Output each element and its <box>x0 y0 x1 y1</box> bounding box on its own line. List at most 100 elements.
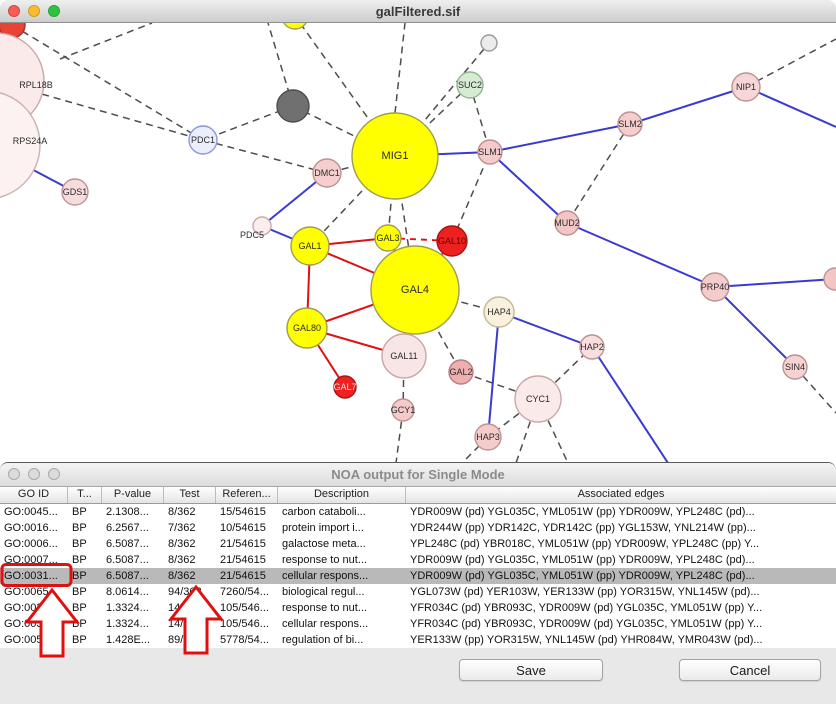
graph-node-NIP1[interactable]: NIP1 <box>731 72 761 102</box>
cell-description: cellular respons... <box>282 618 369 630</box>
graph-node-GAL11[interactable]: GAL11 <box>381 333 427 379</box>
cell-reference: 21/54615 <box>220 570 266 582</box>
cell-reference: 15/54615 <box>220 506 266 518</box>
graph-edge-PRP40-edge-node-right <box>714 278 836 288</box>
cell-go-id: GO:0031... <box>4 570 58 582</box>
graph-node-GAL4[interactable]: GAL4 <box>370 245 460 335</box>
close-icon[interactable] <box>8 468 20 480</box>
column-header-associated-edges[interactable]: Associated edges <box>577 488 665 500</box>
cell-reference: 5778/54... <box>220 634 269 646</box>
node-label: GDS1 <box>63 187 88 197</box>
node-label: GAL2 <box>449 367 472 377</box>
cell-associated-edges: YDR009W (pd) YGL035C, YML051W (pp) YDR00… <box>410 506 755 518</box>
column-header-go-id[interactable]: GO ID <box>0 487 68 503</box>
cell-description: carbon cataboli... <box>282 506 366 518</box>
cell-associated-edges: YFR034C (pd) YBR093C, YDR009W (pd) YGL03… <box>410 602 763 614</box>
graph-node-GAL10[interactable]: GAL10 <box>436 225 468 257</box>
graph-node-gray-node[interactable] <box>276 89 310 123</box>
cell-test: 8/362 <box>168 538 196 550</box>
window-controls <box>8 5 60 17</box>
graph-node-PRP40[interactable]: PRP40 <box>700 272 730 302</box>
node-label: PRP40 <box>701 282 730 292</box>
column-header-test[interactable]: Test <box>164 487 216 503</box>
column-header-p-value[interactable]: P-value <box>102 487 164 503</box>
zoom-icon[interactable] <box>48 5 60 17</box>
graph-edge-gray-node-MIG1 <box>292 105 396 157</box>
graph-node-HAP2[interactable]: HAP2 <box>579 334 605 360</box>
graph-node-GDS1[interactable]: GDS1 <box>61 178 89 206</box>
graph-node-SLM1[interactable]: SLM1 <box>477 139 503 165</box>
minimize-icon[interactable] <box>28 468 40 480</box>
cell-type: BP <box>72 554 87 566</box>
node-label: RPS24A <box>13 136 48 146</box>
close-icon[interactable] <box>8 5 20 17</box>
graph-edge-HAP4-HAP2 <box>498 311 593 348</box>
node-label: GAL4 <box>401 284 429 296</box>
column-header-description[interactable]: Description <box>278 487 406 503</box>
graph-node-DMC1[interactable]: DMC1 <box>312 158 342 188</box>
graph-node-RPS24A[interactable]: RPS24A <box>0 91 47 199</box>
node-label: SUC2 <box>458 80 482 90</box>
graph-edge-MUD2-PRP40 <box>566 222 716 288</box>
graph-node-HAP4[interactable]: HAP4 <box>483 296 515 328</box>
graph-node-GAL7[interactable]: GAL7 <box>333 375 357 399</box>
graph-node-SUC2[interactable]: SUC2 <box>456 71 484 99</box>
cell-p-value: 8.0614... <box>106 586 149 598</box>
cell-p-value: 6.2567... <box>106 522 149 534</box>
column-header-reference[interactable]: Referen... <box>216 487 278 503</box>
noa-window-title: NOA output for Single Mode <box>331 467 505 482</box>
cell-go-id: GO:0065... <box>4 586 58 598</box>
graph-node-GAL1[interactable]: GAL1 <box>290 226 330 266</box>
cell-test: 7/362 <box>168 522 196 534</box>
cell-description: response to nut... <box>282 602 367 614</box>
node-label: GAL11 <box>390 351 417 361</box>
zoom-icon[interactable] <box>48 468 60 480</box>
graph-edge-red-corner-PDC1 <box>11 24 204 141</box>
noa-footer: Save Cancel <box>0 646 836 704</box>
graph-node-PDC5[interactable]: PDC5 <box>240 216 272 240</box>
graph-node-SIN4[interactable]: SIN4 <box>782 354 808 380</box>
cell-test: 14/362 <box>168 618 202 630</box>
cell-associated-edges: YGL073W (pd) YER103W, YER133W (pp) YOR31… <box>410 586 760 598</box>
graph-node-top-small[interactable] <box>480 34 498 52</box>
node-label: DMC1 <box>314 168 340 178</box>
noa-window-controls <box>8 468 60 480</box>
graph-node-GAL80[interactable]: GAL80 <box>286 307 328 349</box>
graph-node-MUD2[interactable]: MUD2 <box>554 210 580 236</box>
graph-node-CYC1[interactable]: CYC1 <box>514 375 562 423</box>
graph-node-GCY1[interactable]: GCY1 <box>391 398 416 422</box>
graph-node-PDC1[interactable]: PDC1 <box>188 125 218 155</box>
graph-node-edge-node-right[interactable] <box>823 267 836 291</box>
node-label: HAP3 <box>476 432 500 442</box>
graph-node-SLM2[interactable]: SLM2 <box>617 111 643 137</box>
minimize-icon[interactable] <box>28 5 40 17</box>
cell-associated-edges: YFR034C (pd) YBR093C, YDR009W (pd) YGL03… <box>410 618 763 630</box>
graph-node-top-yellow[interactable] <box>282 23 308 30</box>
cancel-button[interactable]: Cancel <box>679 659 821 681</box>
save-button[interactable]: Save <box>459 659 603 681</box>
cell-p-value: 6.5087... <box>106 538 149 550</box>
cell-p-value: 1.3324... <box>106 618 149 630</box>
graph-node-GAL3[interactable]: GAL3 <box>374 224 402 252</box>
column-header-type[interactable]: T... <box>68 487 102 503</box>
node-label: GAL1 <box>298 241 321 251</box>
graph-edge-x-x <box>591 346 669 463</box>
graph-node-MIG1[interactable]: MIG1 <box>351 112 439 200</box>
cell-description: biological regul... <box>282 586 365 598</box>
cell-reference: 7260/54... <box>220 586 269 598</box>
graph-node-HAP3[interactable]: HAP3 <box>474 423 502 451</box>
cell-reference: 105/546... <box>220 618 269 630</box>
graph-node-GAL2[interactable]: GAL2 <box>448 359 474 385</box>
